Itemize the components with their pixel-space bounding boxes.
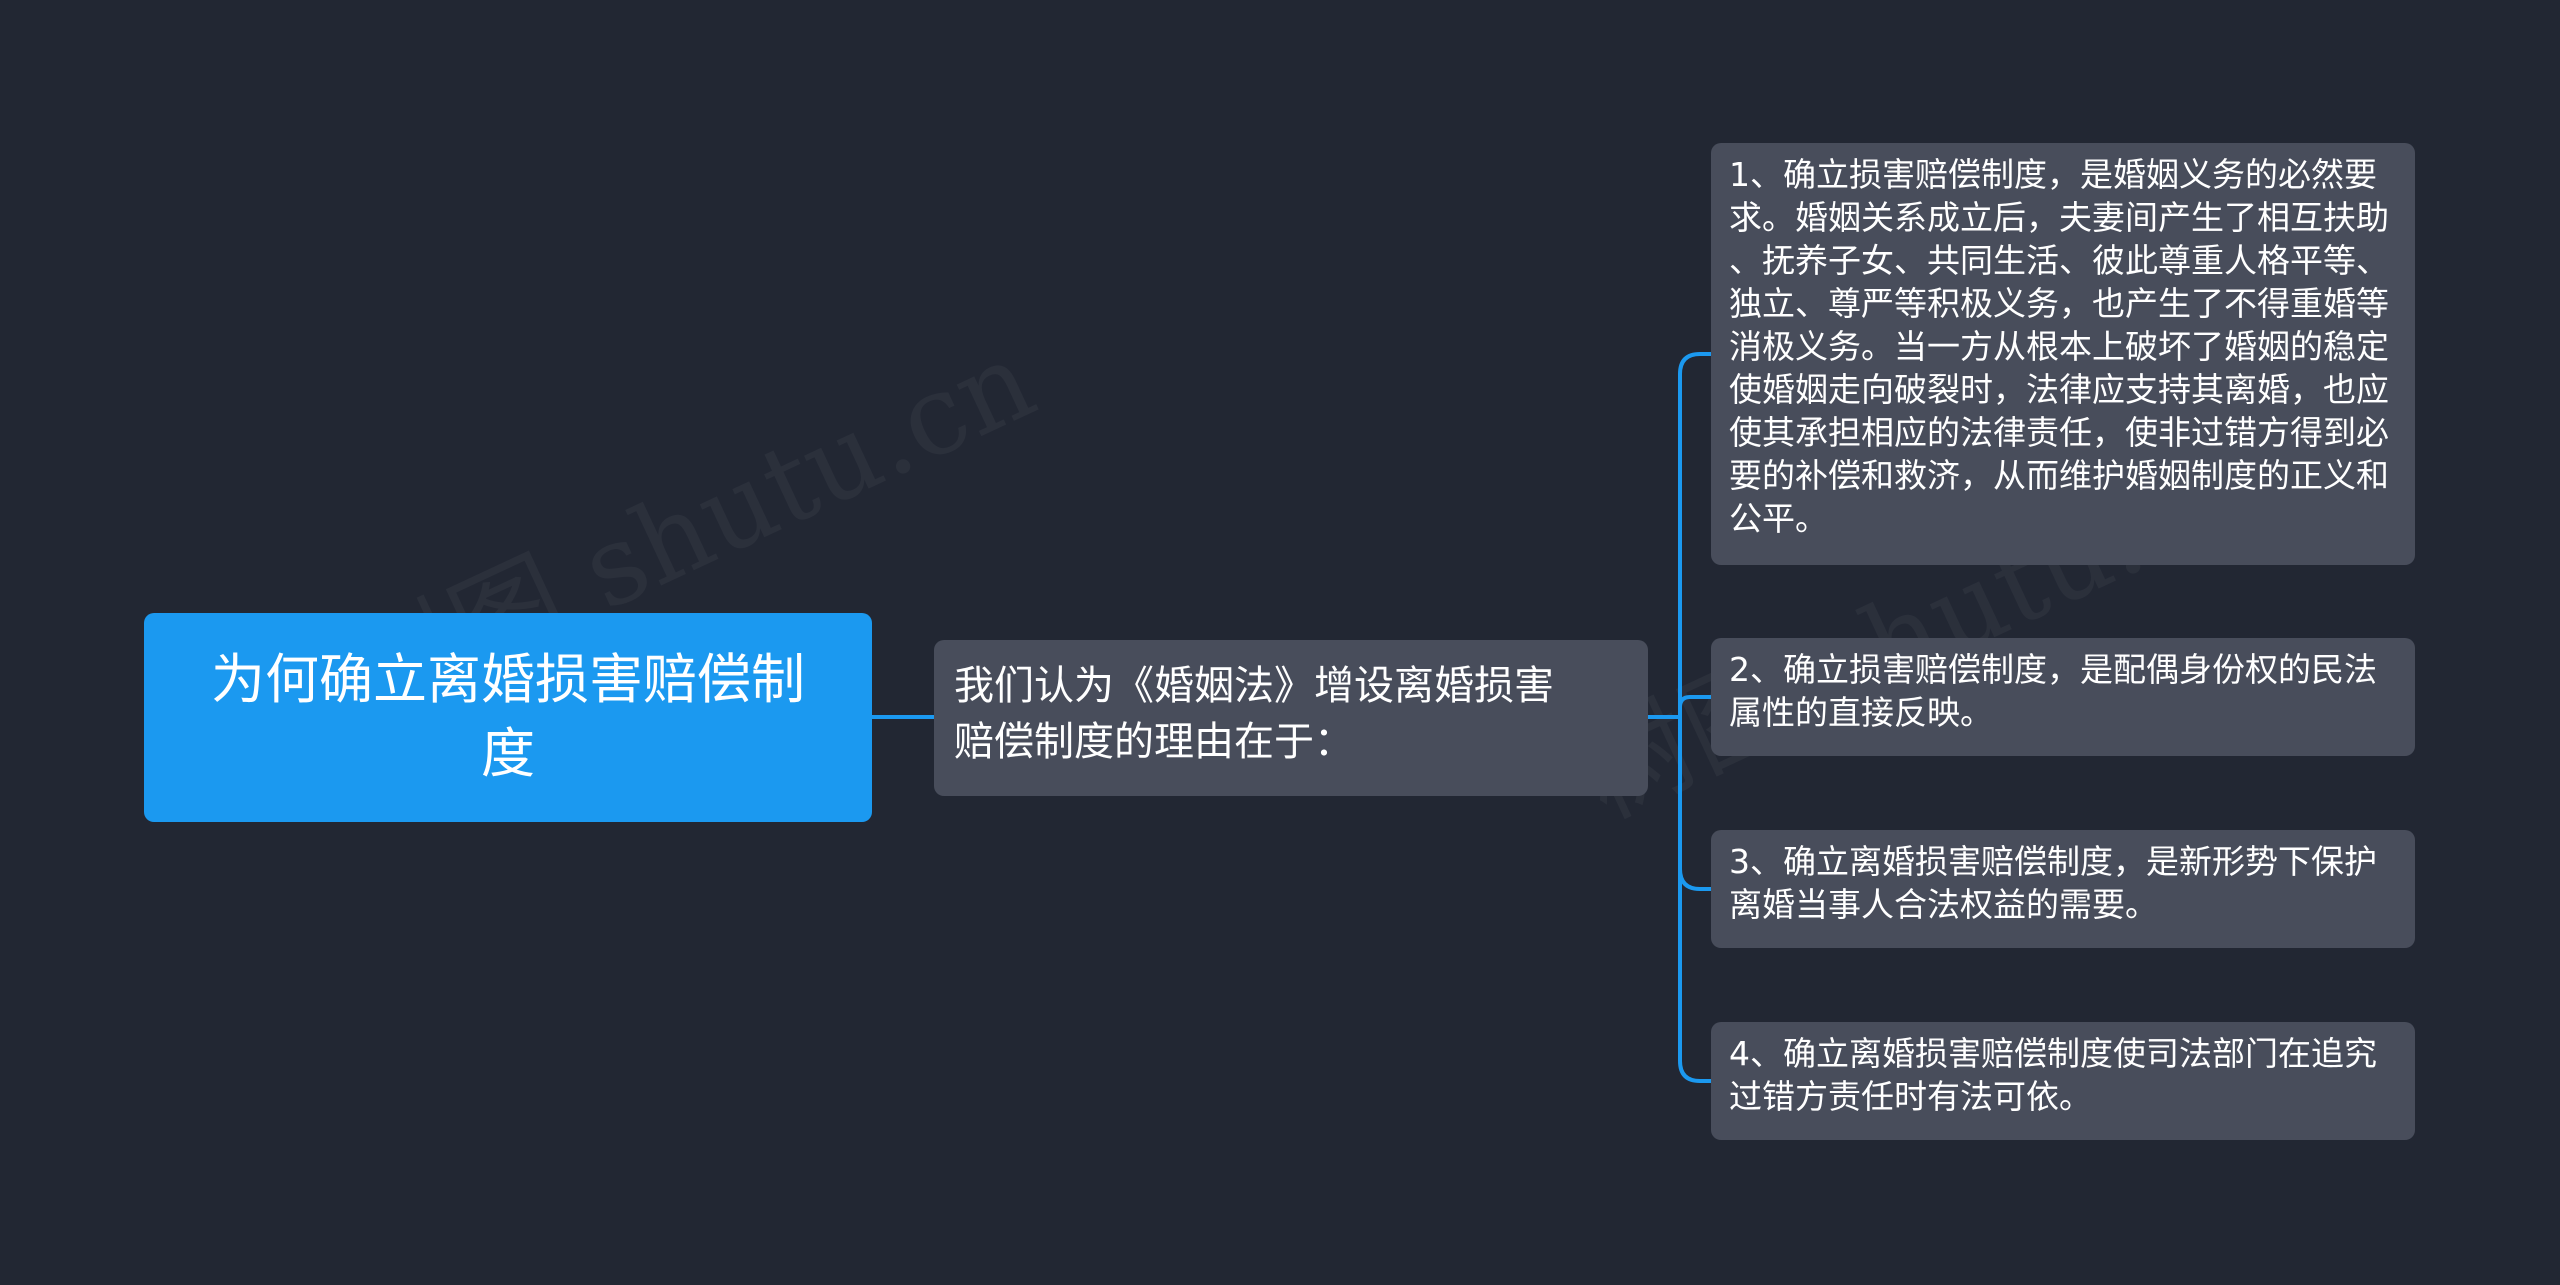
subtopic-2[interactable]: 2、确立损害赔偿制度，是配偶身份权的民法 属性的直接反映。 [1711,638,2415,756]
connector-mid-to-leaf-2 [1678,695,1711,717]
connector-mid-to-leaf-3 [1678,717,1711,891]
subtopic-3[interactable]: 3、确立离婚损害赔偿制度，是新形势下保护 离婚当事人合法权益的需要。 [1711,830,2415,948]
connector-mid-to-leaf-4 [1678,717,1711,1083]
main-branch-topic[interactable]: 我们认为《婚姻法》增设离婚损害 赔偿制度的理由在于： [934,640,1648,796]
connector-mid-to-leaf-1 [1678,352,1711,717]
root-topic[interactable]: 为何确立离婚损害赔偿制 度 [144,613,872,822]
subtopic-4[interactable]: 4、确立离婚损害赔偿制度使司法部门在追究 过错方责任时有法可依。 [1711,1022,2415,1140]
subtopic-1[interactable]: 1、确立损害赔偿制度，是婚姻义务的必然要 求。婚姻关系成立后，夫妻间产生了相互扶… [1711,143,2415,565]
